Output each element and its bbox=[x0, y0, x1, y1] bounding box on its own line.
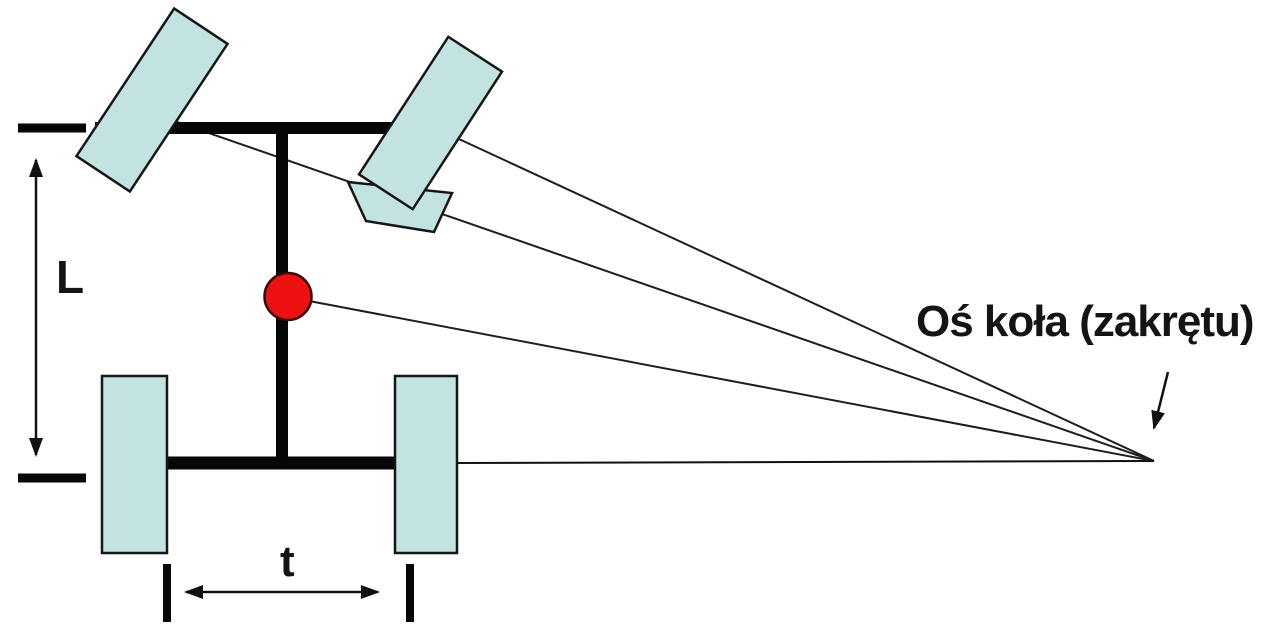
center-axis-line bbox=[287, 296, 1155, 462]
left-wheel-axis-line bbox=[176, 121, 1155, 462]
turn-center-pointer-arrow bbox=[1151, 371, 1170, 430]
turning-axis-label: Oś koła (zakrętu) bbox=[916, 297, 1255, 346]
rear-right-wheel bbox=[393, 374, 459, 555]
wheelbase-label: L bbox=[56, 251, 85, 303]
front-right-wheel bbox=[357, 35, 504, 211]
vehicle-center-point bbox=[263, 271, 313, 322]
track-label: t bbox=[280, 537, 295, 586]
rear-left-wheel bbox=[100, 374, 169, 555]
front-left-wheel bbox=[74, 6, 230, 194]
right-wheel-axis-line bbox=[432, 126, 1155, 462]
rear-axle-extension-line bbox=[449, 460, 1155, 464]
